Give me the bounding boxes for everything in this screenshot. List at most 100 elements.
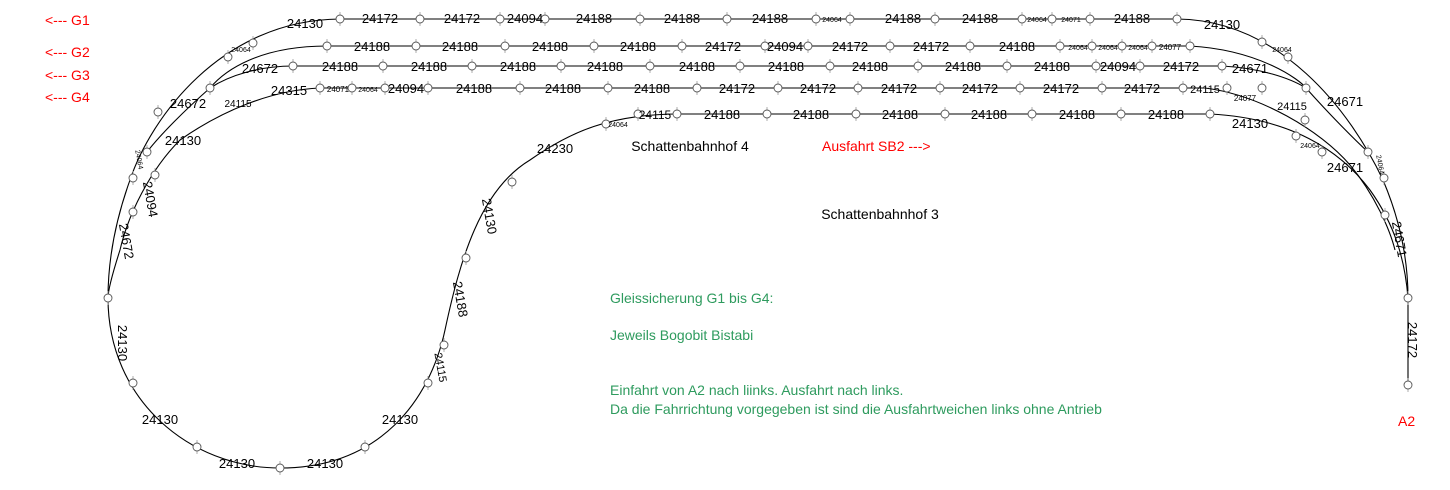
track-piece-label: 24188 <box>852 59 888 74</box>
track-piece-label: 24671 <box>1389 220 1410 258</box>
track-joint-icon <box>288 59 298 73</box>
label-g2: <--- G2 <box>45 44 90 60</box>
track-joint-icon <box>153 105 163 119</box>
track-joint-icon <box>439 338 449 352</box>
track-piece-label: 24172 <box>1124 81 1160 96</box>
track-joint-icon <box>913 59 923 73</box>
track-joint-icon <box>128 376 138 390</box>
track-piece-label: 24188 <box>532 39 568 54</box>
track-piece-label: 24671 <box>1232 61 1268 76</box>
track-joint-icon <box>415 12 425 26</box>
track-joint-icon <box>1222 81 1232 95</box>
track-joint-icon <box>347 81 357 95</box>
track-piece-label: 24188 <box>962 11 998 26</box>
track-joint-icon <box>1116 107 1126 121</box>
track-piece-label: 24130 <box>115 325 130 361</box>
track-piece-label: 24188 <box>634 81 670 96</box>
track-joint-icon <box>633 107 643 121</box>
track-piece-label: 24315 <box>271 83 307 98</box>
track-joint-icon <box>1283 50 1293 64</box>
track-piece-label: 24188 <box>576 11 612 26</box>
track-piece-label: 24671 <box>1327 160 1363 175</box>
track-joint-icon <box>1147 39 1157 53</box>
track-joint-icon <box>128 171 138 185</box>
track-piece-label: 24115 <box>1190 84 1220 96</box>
track-joint-icon <box>515 81 525 95</box>
track-joint-icon <box>1403 291 1413 305</box>
track-joint-icon <box>672 107 682 121</box>
label-a2: A2 <box>1398 413 1415 429</box>
track-piece-label: 24172 <box>362 11 398 26</box>
track-g1-right <box>1176 18 1409 385</box>
track-piece-label: 24064 <box>1128 45 1148 52</box>
label-g3: <--- G3 <box>45 67 90 83</box>
track-piece-label: 24188 <box>545 81 581 96</box>
track-piece-label: 24130 <box>219 456 255 471</box>
track-piece-label: 24094 <box>1100 59 1136 74</box>
track-piece-label: 24188 <box>664 11 700 26</box>
note-line-2: Jeweils Bogobit Bistabi <box>610 327 754 343</box>
track-piece-label: 24115 <box>431 352 448 383</box>
track-joint-icon <box>1087 39 1097 53</box>
track-g3-right <box>1221 65 1307 89</box>
track-joint-icon <box>645 59 655 73</box>
track-joint-icon <box>223 50 233 64</box>
track-joint-icon <box>1085 12 1095 26</box>
track-joint-icon <box>735 59 745 73</box>
track-joint-icon <box>635 12 645 26</box>
track-piece-label: 24064 <box>1027 17 1047 24</box>
station-3-title: Schattenbahnhof 3 <box>821 206 939 222</box>
track-joint-icon <box>1217 59 1227 73</box>
track-joint-icon <box>1027 107 1037 121</box>
track-joint-icon <box>1047 12 1057 26</box>
track-piece-label: 24064 <box>133 150 143 170</box>
label-g1: <--- G1 <box>45 12 90 28</box>
track-joint-icon <box>1301 81 1311 95</box>
track-joint-icon <box>1097 81 1107 95</box>
track-joint-icon <box>205 81 215 95</box>
track-joint-icon <box>825 59 835 73</box>
track-joint-icon <box>603 81 613 95</box>
track-joint-icon <box>423 376 433 390</box>
track-piece-label: 24188 <box>1114 11 1150 26</box>
track-joint-icon <box>760 39 770 53</box>
track-joint-icon <box>601 117 611 131</box>
track-piece-label: 24188 <box>679 59 715 74</box>
track-piece-label: 24172 <box>719 81 755 96</box>
note-line-4: Da die Fahrrichtung vorgegeben ist sind … <box>610 401 1102 417</box>
track-piece-label: 24188 <box>793 107 829 122</box>
track-piece-label: 24172 <box>444 11 480 26</box>
track-joint-icon <box>1055 39 1065 53</box>
track-piece-label: 24172 <box>1163 59 1199 74</box>
track-piece-label: 24672 <box>170 96 206 111</box>
track-piece-label: 24188 <box>971 107 1007 122</box>
track-piece-label: 24130 <box>307 456 343 471</box>
track-piece-label: 24115 <box>224 99 252 110</box>
track-piece-label: 24071 <box>327 85 350 94</box>
track-piece-label: 24671 <box>1327 94 1363 109</box>
note-line-1: Gleissicherung G1 bis G4: <box>610 290 774 306</box>
track-g1-left <box>107 18 341 299</box>
track-piece-label: 24064 <box>1068 45 1088 52</box>
track-piece-label: 24094 <box>767 39 803 54</box>
track-joint-icon <box>378 59 388 73</box>
track-joint-icon <box>467 59 477 73</box>
track-joint-icon <box>411 39 421 53</box>
track-joint-icon <box>935 81 945 95</box>
track-piece-label: 24188 <box>1059 107 1095 122</box>
track-joint-icon <box>322 39 332 53</box>
track-joint-icon <box>853 81 863 95</box>
track-piece-label: 24130 <box>142 412 178 427</box>
track-piece-label: 24115 <box>1277 101 1307 113</box>
track-joint-icon <box>150 168 160 182</box>
note-line-3: Einfahrt von A2 nach liinks. Ausfahrt na… <box>610 382 904 398</box>
track-piece-label: 24064 <box>1272 47 1292 54</box>
track-joint-icon <box>1185 39 1195 53</box>
track-joint-icon <box>248 36 258 50</box>
track-piece-label: 24672 <box>116 222 137 260</box>
track-joint-icon <box>940 107 950 121</box>
track-joint-icon <box>500 39 510 53</box>
track-joint-icon <box>1135 59 1145 73</box>
track-piece-label: 24188 <box>999 39 1035 54</box>
track-joint-icon <box>128 205 138 219</box>
